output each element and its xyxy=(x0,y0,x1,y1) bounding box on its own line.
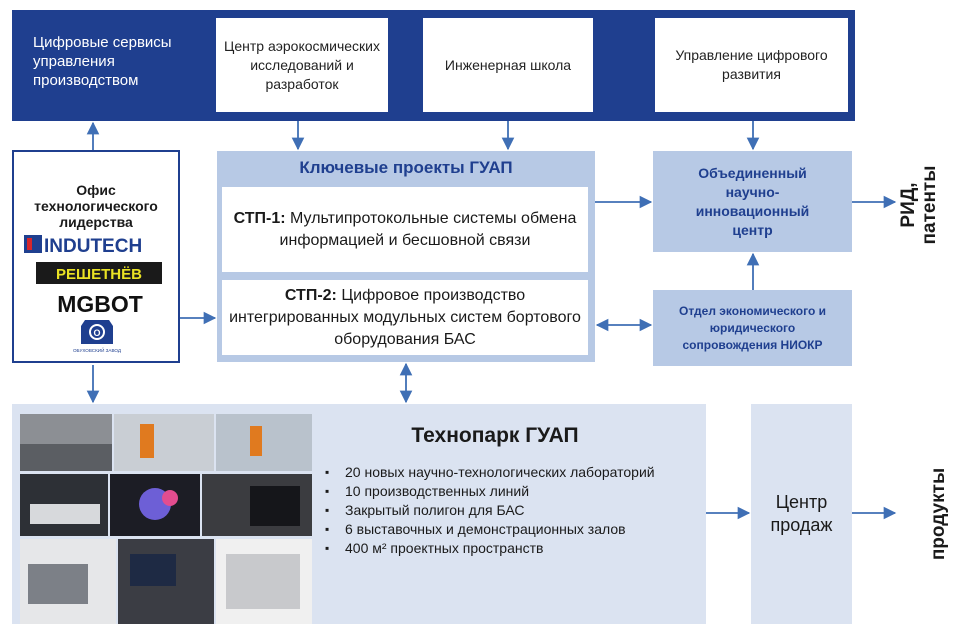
technopark-photo-collage xyxy=(20,414,312,626)
stp2-text: Цифровое производство интегрированных мо… xyxy=(229,286,581,348)
stp1-text: Мультипротокольные системы обмена информ… xyxy=(279,209,577,249)
legal-dept-box: Отдел экономического и юридического сопр… xyxy=(653,290,852,366)
technopark-bullet: 400 м² проектных пространств xyxy=(325,539,705,558)
technopark-bullet: 6 выставочных и демонстрационных залов xyxy=(325,520,705,539)
svg-text:O: O xyxy=(93,328,100,338)
stp2-box: СТП-2: Цифровое производство интегрирова… xyxy=(222,280,588,355)
stp2-code: СТП-2: xyxy=(284,286,337,304)
stp1-box: СТП-1: Мультипротокольные системы обмена… xyxy=(222,187,588,272)
mgbot-logo: MGBOT xyxy=(40,290,160,317)
aerospace-center-box: Центр аэрокосмических исследований и раз… xyxy=(216,18,388,112)
digital-services-label: Цифровые сервисы управления производство… xyxy=(33,34,172,89)
technopark-bullet: 20 новых научно-технологических лаборато… xyxy=(325,463,705,482)
key-projects-title: Ключевые проекты ГУАП xyxy=(299,158,513,177)
technopark-bullets: 20 новых научно-технологических лаборато… xyxy=(325,463,705,558)
digital-development-box: Управление цифрового развития xyxy=(655,18,848,112)
reshetnev-logo: РЕШЕТНЁВ xyxy=(36,262,162,284)
engineering-school-box: Инженерная школа xyxy=(423,18,593,112)
office-title: Офис технологического лидерства xyxy=(34,182,158,230)
technopark-title: Технопарк ГУАП xyxy=(411,424,579,447)
obukhov-text: ОБУХОВСКИЙ ЗАВОД xyxy=(73,346,122,353)
reshetnev-text: РЕШЕТНЁВ xyxy=(56,266,142,283)
indutech-text: INDUTECH xyxy=(44,236,142,256)
stp1-code: СТП-1: xyxy=(233,209,286,227)
sales-center-box: Центр продаж xyxy=(751,404,852,624)
tech-leadership-office: Офис технологического лидерства INDUTECH… xyxy=(12,150,180,363)
indutech-logo: INDUTECH xyxy=(24,232,174,257)
research-center-box: Объединенный научно-инновационный центр xyxy=(653,151,852,252)
technopark-bullet: Закрытый полигон для БАС xyxy=(325,501,705,520)
mgbot-text: MGBOT xyxy=(57,291,143,316)
technopark-panel xyxy=(12,404,706,624)
technopark-bullet: 10 производственных линий xyxy=(325,482,705,501)
obukhov-logo: O ОБУХОВСКИЙ ЗАВОД xyxy=(72,318,122,360)
